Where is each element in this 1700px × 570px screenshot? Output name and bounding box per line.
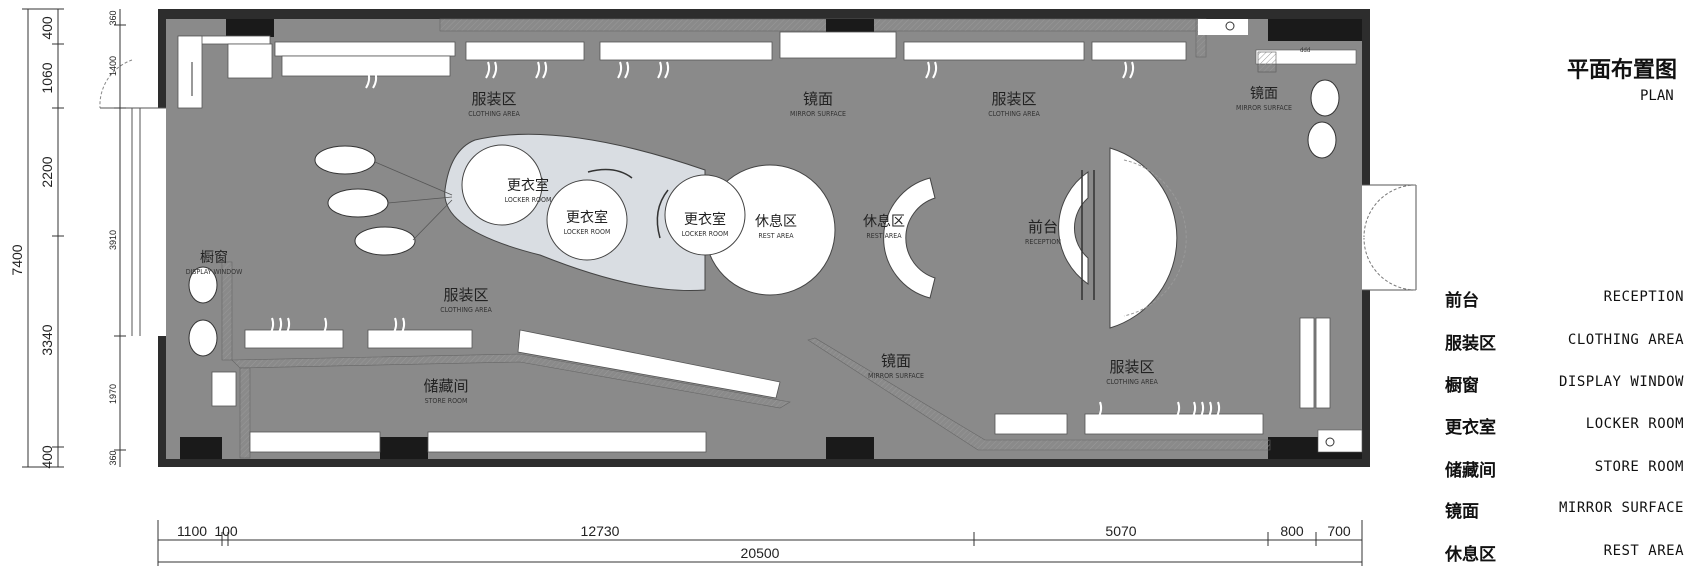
label-window-en: DISPLAY WINDOW (186, 268, 243, 276)
label-rest-1: 休息区 (755, 213, 797, 230)
mirror-wall (807, 337, 1271, 451)
legend-en-2: DISPLAY WINDOW (1558, 374, 1684, 390)
plan-title: 平面布置图 (1567, 58, 1678, 83)
label-locker-1-en: LOCKER ROOM (505, 196, 552, 204)
svg-text:7400: 7400 (9, 244, 25, 275)
label-storeroom-en: STORE ROOM (425, 397, 468, 405)
label-mirror-3-en: MIRROR SURFACE (868, 372, 924, 380)
mannequin-icon (1307, 79, 1340, 159)
label-clothing-4: 服装区 (1109, 358, 1154, 376)
svg-text:1100: 1100 (177, 523, 207, 539)
legend-zh-0: 前台 (1445, 291, 1479, 311)
svg-text:ddd: ddd (1300, 47, 1310, 54)
svg-text:3340: 3340 (39, 324, 55, 355)
label-locker-3: 更衣室 (684, 211, 726, 228)
label-clothing-2-en: CLOTHING AREA (988, 110, 1040, 118)
label-rest-2: 休息区 (863, 213, 905, 230)
legend-en-3: LOCKER ROOM (1585, 416, 1684, 432)
svg-text:2200: 2200 (39, 156, 55, 187)
svg-text:400: 400 (39, 16, 55, 40)
bottom-dimension-text: 1100 100 12730 5070 800 700 20500 (177, 523, 1351, 561)
svg-text:360: 360 (108, 10, 118, 25)
label-storeroom: 储藏间 (423, 377, 468, 395)
label-reception: 前台 (1028, 218, 1058, 236)
label-locker-2-en: LOCKER ROOM (564, 228, 611, 236)
label-rest-2-en: REST AREA (866, 232, 902, 240)
plan-title-en: PLAN (1640, 88, 1674, 104)
legend-en-1: CLOTHING AREA (1567, 332, 1684, 348)
svg-text:1400: 1400 (108, 56, 118, 76)
left-dimension-text: 7400 400 1060 2200 3340 400 360 1400 391… (9, 10, 118, 468)
legend-zh-2: 橱窗 (1445, 376, 1479, 396)
legend-zh-4: 储藏间 (1445, 461, 1496, 481)
bottom-dimensions (157, 520, 1363, 566)
left-dimensions (22, 8, 126, 468)
label-mirror-1: 镜面 (803, 90, 833, 108)
label-clothing-3: 服装区 (443, 286, 488, 304)
entrance (1362, 185, 1417, 290)
hangers (365, 61, 1135, 89)
legend-en-0: RECEPTION (1603, 289, 1684, 305)
label-clothing-4-en: CLOTHING AREA (1106, 378, 1158, 386)
label-rest-1-en: REST AREA (758, 232, 794, 240)
label-window: 橱窗 (200, 249, 228, 266)
label-mirror-1-en: MIRROR SURFACE (790, 110, 846, 118)
svg-text:20500: 20500 (741, 545, 780, 561)
label-clothing-3-en: CLOTHING AREA (440, 306, 492, 314)
svg-text:1060: 1060 (39, 62, 55, 93)
pillar (826, 437, 874, 459)
top-racks (179, 31, 1187, 79)
legend-zh-5: 镜面 (1445, 502, 1479, 522)
svg-text:5070: 5070 (1105, 523, 1136, 539)
svg-text:400: 400 (39, 445, 55, 469)
legend-zh-6: 休息区 (1445, 545, 1496, 565)
pillar (180, 437, 222, 459)
legend-zh-1: 服装区 (1445, 334, 1496, 354)
mannequin-icon (314, 145, 416, 256)
svg-text:100: 100 (214, 523, 238, 539)
pillar (1268, 19, 1362, 41)
window-opening (132, 108, 166, 336)
svg-text:700: 700 (1327, 523, 1351, 539)
label-clothing-1: 服装区 (471, 90, 516, 108)
pillar (380, 437, 428, 459)
legend-en-6: REST AREA (1603, 543, 1684, 559)
label-locker-1: 更衣室 (507, 177, 549, 194)
legend-zh-3: 更衣室 (1445, 418, 1496, 438)
label-mirror-2-en: MIRROR SURFACE (1236, 104, 1292, 112)
svg-text:800: 800 (1280, 523, 1304, 539)
pillar (226, 19, 274, 37)
label-reception-en: RECEPTION (1025, 238, 1061, 246)
rest-sofa (883, 177, 936, 299)
reception-desk (1058, 147, 1187, 329)
locker-island (444, 133, 836, 296)
label-locker-3-en: LOCKER ROOM (682, 230, 729, 238)
label-clothing-1-en: CLOTHING AREA (468, 110, 520, 118)
label-mirror-3: 镜面 (881, 352, 911, 370)
legend-en-5: MIRROR SURFACE (1558, 500, 1684, 516)
svg-text:12730: 12730 (581, 523, 620, 539)
svg-text:360: 360 (108, 450, 118, 465)
label-mirror-2: 镜面 (1250, 86, 1278, 102)
svg-text:3910: 3910 (108, 230, 118, 250)
label-clothing-2: 服装区 (991, 90, 1036, 108)
svg-text:1970: 1970 (108, 384, 118, 404)
label-locker-2: 更衣室 (566, 209, 608, 226)
mannequin-icon (188, 266, 218, 357)
legend-en-4: STORE ROOM (1594, 459, 1684, 475)
room-labels: 服装区 CLOTHING AREA 镜面 MIRROR SURFACE 服装区 … (186, 86, 1292, 405)
